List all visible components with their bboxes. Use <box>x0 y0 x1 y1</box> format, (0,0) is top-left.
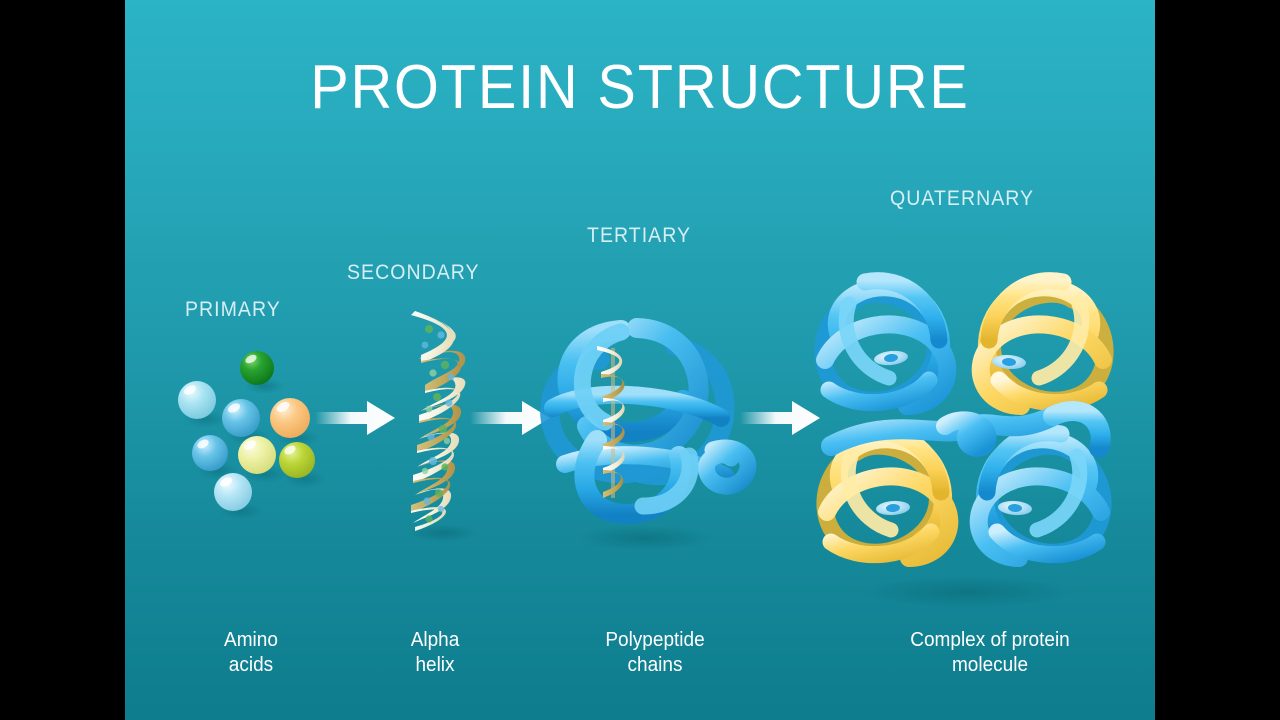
helix-ribbon <box>411 311 466 531</box>
amino-acid-sphere <box>192 435 228 471</box>
sphere-highlights <box>183 354 296 487</box>
stage-label-primary: PRIMARY <box>185 298 281 321</box>
caption-quaternary-line1: Complex of protein <box>910 629 1070 651</box>
caption-secondary-line2: helix <box>415 654 455 676</box>
letterbox-bar-left <box>0 0 125 720</box>
amino-acid-sphere <box>222 399 260 437</box>
central-linker <box>821 401 1111 458</box>
caption-primary: Amino acids <box>166 628 337 678</box>
letterbox-bar-right <box>1155 0 1280 720</box>
tertiary-structure-figure <box>525 300 765 551</box>
amino-acid-sphere <box>238 436 276 474</box>
caption-quaternary: Complex of protein molecule <box>848 628 1133 678</box>
helix-residue-dots <box>421 325 455 523</box>
arrow-primary-to-secondary <box>315 398 395 438</box>
primary-structure-figure <box>175 340 335 520</box>
inner-alpha-helix <box>597 346 625 498</box>
helix-shadow <box>407 524 479 542</box>
amino-acid-sphere <box>240 351 274 385</box>
tertiary-shadow <box>575 525 715 551</box>
protein-complex-icon <box>814 272 1114 608</box>
caption-primary-line2: acids <box>228 654 274 676</box>
caption-secondary: Alpha helix <box>350 628 521 678</box>
caption-tertiary-line1: Polypeptide <box>605 629 705 651</box>
arrow-secondary-to-tertiary <box>470 398 550 438</box>
caption-quaternary-line2: molecule <box>951 654 1029 676</box>
subunit-top-left-blue <box>814 272 957 415</box>
arrow-right-icon <box>470 401 550 435</box>
quaternary-shadow <box>859 576 1075 608</box>
subunit-bottom-left-yellow <box>816 424 959 567</box>
sphere-group <box>178 351 315 511</box>
quaternary-structure-figure <box>795 240 1125 610</box>
secondary-structure-figure <box>385 305 505 545</box>
subunit-bottom-right-blue <box>969 424 1112 567</box>
stage-label-quaternary: QUATERNARY <box>890 187 1035 210</box>
caption-secondary-line1: Alpha <box>410 629 460 651</box>
amino-acid-sphere <box>178 381 216 419</box>
subunit-top-right-yellow <box>971 272 1114 415</box>
arrow-right-icon <box>315 401 395 435</box>
diagram-stage: PROTEIN STRUCTURE PRIMARY SECONDARY TERT… <box>125 0 1155 720</box>
amino-acid-spheres-icon <box>178 351 326 520</box>
tertiary-tubes <box>540 318 757 524</box>
arrow-right-icon <box>740 401 820 435</box>
alpha-helix-icon <box>407 311 479 542</box>
arrow-tertiary-to-quaternary <box>740 398 820 438</box>
stage-label-tertiary: TERTIARY <box>587 224 692 247</box>
caption-tertiary-line2: chains <box>627 654 683 676</box>
page-title: PROTEIN STRUCTURE <box>310 53 970 122</box>
amino-acid-sphere <box>279 442 315 478</box>
amino-acid-sphere <box>270 398 310 438</box>
polypeptide-chain-icon <box>540 318 757 551</box>
stage-label-secondary: SECONDARY <box>347 261 480 284</box>
caption-primary-line1: Amino <box>224 629 278 651</box>
amino-acid-sphere <box>214 473 252 511</box>
caption-tertiary: Polypeptide chains <box>560 628 750 678</box>
